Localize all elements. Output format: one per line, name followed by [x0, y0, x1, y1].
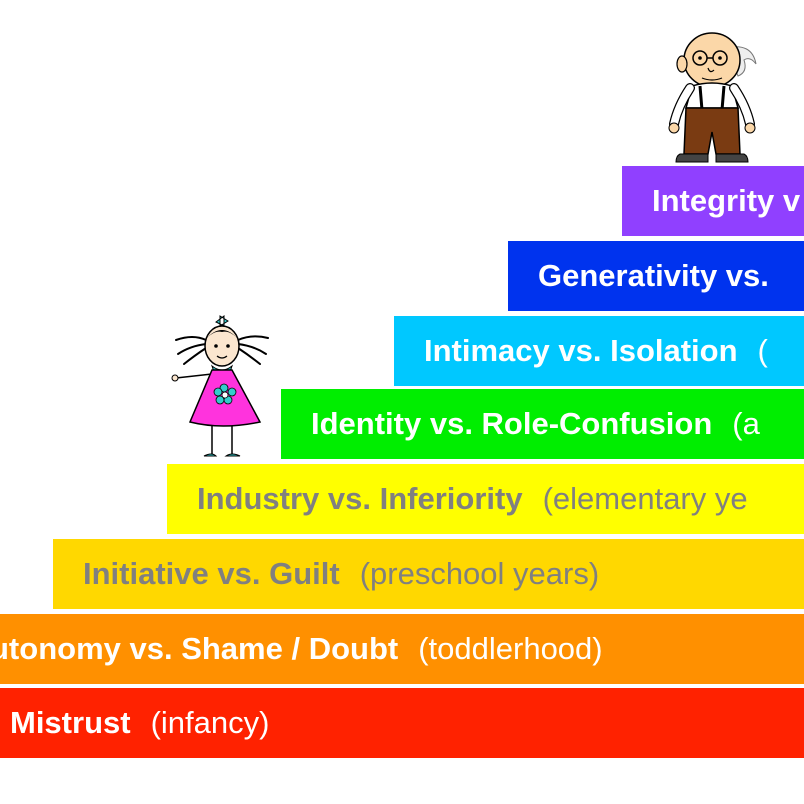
stage-name: Intimacy vs. Isolation — [424, 333, 738, 368]
stage-step-5: Identity vs. Role-Confusion (a — [281, 389, 804, 459]
stage-name: Industry vs. Inferiority — [197, 481, 523, 516]
stage-step-8: Integrity v — [622, 166, 804, 236]
stage-name: Identity vs. Role-Confusion — [311, 406, 713, 441]
stage-age: (infancy) — [150, 705, 270, 740]
stage-step-1: Mistrust (infancy) — [0, 688, 804, 758]
stage-step-4: Industry vs. Inferiority (elementary ye — [167, 464, 804, 534]
girl-cartoon-icon — [168, 312, 276, 462]
stage-step-2: utonomy vs. Shame / Doubt (toddlerhood) — [0, 614, 804, 684]
old-man-cartoon-icon — [664, 28, 762, 166]
stage-age: (toddlerhood) — [418, 631, 603, 666]
stage-step-6: Intimacy vs. Isolation ( — [394, 316, 804, 386]
stage-name: Integrity v — [652, 183, 801, 218]
stage-age: (a — [732, 406, 760, 441]
stage-name: utonomy vs. Shame / Doubt — [0, 631, 399, 666]
stage-age: (preschool years) — [359, 556, 600, 591]
stage-age: ( — [757, 333, 768, 368]
stage-step-7: Generativity vs. — [508, 241, 804, 311]
stage-name: Initiative vs. Guilt — [83, 556, 340, 591]
stage-name: Generativity vs. — [538, 258, 769, 293]
stage-age: (elementary ye — [542, 481, 748, 516]
stage-name: Mistrust — [10, 705, 131, 740]
stage-step-3: Initiative vs. Guilt (preschool years) — [53, 539, 804, 609]
